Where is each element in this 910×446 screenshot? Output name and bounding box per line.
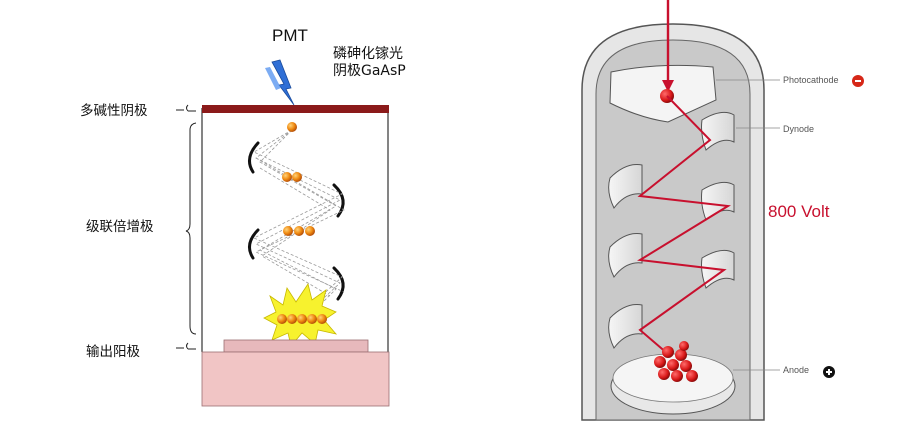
electrons [282,122,315,236]
lightning-icon [265,59,295,106]
cathode-material-line-1: 磷砷化镓光 [333,46,403,62]
dynode-arcs [247,141,345,301]
left-pmt-diagram [176,59,390,407]
pmt-base [201,351,390,407]
bracket-marks [176,104,197,350]
electron-paths [253,129,345,321]
cathode-bar [202,105,389,113]
cathode-material-line-2: 阴极GaAsP [333,63,406,79]
cascade-dynodes-label: 级联倍增极 [86,219,154,235]
photocathode-label: Photocathode [783,75,839,85]
multialkali-cathode-label: 多碱性阴极 [80,103,148,119]
pmt-title: PMT [272,26,308,45]
arrow-head [662,80,674,92]
anode-plate [223,339,369,353]
tube-walls [201,108,389,352]
plus-sign-icon [823,366,835,378]
cathode-material-label: 磷砷化镓光 阴极GaAsP [333,46,406,80]
anode-electrons [277,314,327,324]
output-anode-label: 输出阳极 [86,344,140,360]
leader-lines [716,79,780,371]
voltage-label: 800 Volt [768,202,830,221]
anode-electron-cloud [654,341,698,382]
anode-label: Anode [783,365,810,375]
minus-sign-icon [852,75,864,87]
right-pmt-diagram [581,0,780,421]
electron-path [637,95,731,355]
dynode-label: Dynode [783,124,815,134]
